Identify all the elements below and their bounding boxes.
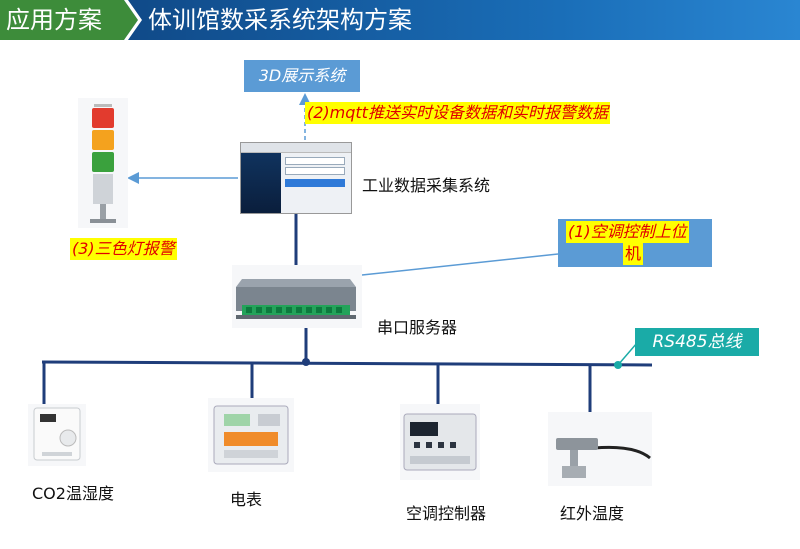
ac-host-label-line2: 机	[623, 243, 644, 265]
device-label-infrared: 红外温度	[560, 504, 625, 523]
rs485-bus-line	[41, 360, 653, 367]
header-section-tag	[0, 0, 138, 40]
co2-sensor-image	[28, 404, 86, 466]
page-title: 体训馆数采系统架构方案	[148, 6, 412, 34]
title-bar: 应用方案 体训馆数采系统架构方案	[0, 0, 800, 40]
display-3d-system-box: 3D展示系统	[244, 60, 360, 92]
ac-controller-image	[400, 404, 480, 480]
rs485-bus-label: RS485总线	[635, 328, 759, 356]
server-to-ac-host-line	[361, 253, 559, 276]
mqtt-push-note: (2)mqtt推送实时设备数据和实时报警数据	[305, 102, 610, 124]
collector-label: 工业数据采集系统	[362, 176, 491, 195]
ac-host-label-line1: (1)空调控制上位	[566, 221, 689, 243]
serial-server-label: 串口服务器	[377, 318, 458, 337]
tricolor-light-image	[78, 98, 128, 228]
serial-server-image	[232, 265, 362, 328]
device-label-ac-controller: 空调控制器	[406, 504, 487, 523]
infrared-sensor-image	[548, 412, 652, 486]
tricolor-alarm-note: (3)三色灯报警	[70, 238, 177, 260]
device-label-co2: CO2温湿度	[32, 484, 114, 503]
collector-software-screenshot	[240, 142, 352, 214]
bus-label-pointer	[617, 342, 638, 366]
section-label: 应用方案	[6, 6, 102, 34]
ac-control-host-box: (1)空调控制上位 机	[558, 219, 712, 267]
bus-label-dot	[614, 361, 622, 369]
device-label-meter: 电表	[230, 490, 263, 509]
power-meter-image	[208, 398, 294, 472]
